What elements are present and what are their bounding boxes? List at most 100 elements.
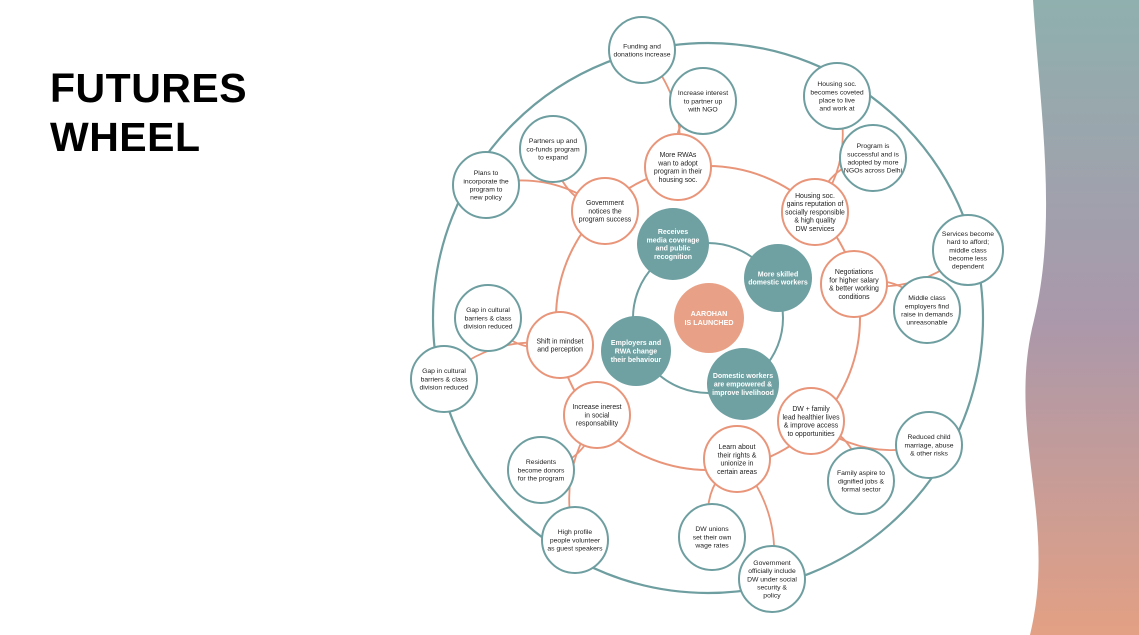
node-label-line: More RWAs (660, 152, 697, 159)
node-label-line: to expand (538, 155, 568, 162)
node-label-line: Gap in cultural (466, 307, 510, 314)
node-label-line: unreasonable (906, 320, 947, 327)
node-circle (678, 503, 746, 571)
node-label-line: NGOs across Delhi (844, 168, 903, 175)
node-label-line: program in their (654, 169, 703, 176)
node-label-line: people volunteer (550, 537, 601, 544)
node-label-line: middle class (949, 247, 987, 254)
node-label-line: Partners up and (529, 138, 578, 145)
node-circle (827, 447, 895, 515)
node-label-line: become donors (518, 467, 565, 474)
node-label-line: Increase inerest (572, 404, 621, 411)
node-circle (777, 387, 845, 455)
node-label-line: lead healthier lives (782, 414, 840, 421)
node-circle (674, 283, 744, 353)
node-label-line: improve livelihood (712, 390, 774, 397)
node-label-line: as guest speakers (547, 546, 603, 553)
node-label-line: AAROHAN (691, 309, 728, 318)
node-label-line: officially include (748, 568, 796, 575)
node-circle (519, 115, 587, 183)
node-label-line: program success (579, 217, 632, 224)
node-circle (895, 411, 963, 479)
node-label-line: division reduced (463, 324, 512, 331)
node-circle (526, 311, 594, 379)
node-label-line: responsability (576, 421, 619, 428)
node-label-line: & other risks (910, 451, 948, 458)
decorative-side-bar (1025, 0, 1139, 635)
node-label-line: notices the (588, 208, 621, 215)
node-circle (669, 67, 737, 135)
node-label-line: policy (763, 593, 781, 600)
node-label-line: DW under social (747, 576, 797, 583)
title-line-1: FUTURES (50, 65, 248, 111)
node-label-line: Reduced child (907, 434, 950, 441)
node-label-line: with NGO (687, 107, 717, 114)
node-label-line: Plans to (474, 170, 499, 177)
node-label-line: wage rates (694, 543, 729, 550)
node-label-line: successful and is (847, 151, 899, 158)
node-label-line: & improve access (784, 423, 839, 430)
node-label-line: Shift in mindset (536, 338, 583, 345)
node-label-line: security & (757, 585, 787, 592)
node-label-line: and public (656, 246, 691, 253)
node-label-line: marriage, abuse (904, 442, 953, 449)
node-reputation: Housing soc.gains reputation ofsocially … (781, 178, 849, 246)
node-label-line: DW services (796, 226, 835, 233)
node-circle (781, 178, 849, 246)
node-circle (507, 436, 575, 504)
node-label-line: raise in demands (901, 311, 953, 318)
node-label-line: set their own (693, 534, 732, 541)
node-circle (738, 545, 806, 613)
node-label-line: Gap in cultural (422, 368, 466, 375)
node-label-line: adopted by more (847, 159, 898, 166)
node-circle (563, 381, 631, 449)
node-label-line: DW + family (792, 406, 830, 413)
slide-title: FUTURES WHEEL (50, 64, 247, 162)
node-circle (744, 244, 812, 312)
node-label-line: program to (470, 186, 503, 193)
node-label-line: Government (586, 200, 624, 207)
node-label-line: hard to afford; (947, 239, 989, 246)
node-label-line: Services become (942, 231, 994, 238)
node-label-line: RWA change (615, 348, 658, 355)
node-circle (454, 284, 522, 352)
node-label-line: Residents (526, 459, 557, 466)
node-circle (820, 250, 888, 318)
node-label-line: recognition (654, 254, 692, 261)
node-circle (803, 62, 871, 130)
node-label-line: become less (949, 256, 988, 263)
node-label-line: Learn about (719, 444, 756, 451)
node-label-line: housing soc. (659, 177, 698, 184)
node-circle (893, 276, 961, 344)
node-label-line: in social (585, 412, 610, 419)
node-label-line: wan to adopt (657, 160, 698, 167)
node-label-line: division reduced (419, 385, 468, 392)
node-label-line: Increase interest (678, 90, 728, 97)
node-label-line: media coverage (647, 237, 700, 244)
node-label-line: and work at (819, 106, 854, 113)
node-circle (637, 208, 709, 280)
node-label-line: Housing soc. (795, 193, 835, 200)
